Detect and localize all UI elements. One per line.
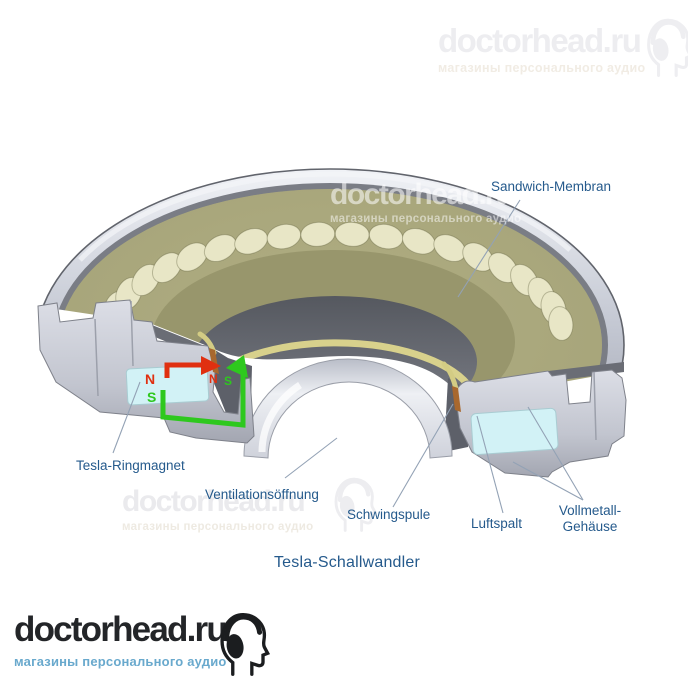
cross-section	[37, 299, 627, 478]
rim-top-highlight	[78, 171, 572, 262]
housing-groove-left-2	[130, 300, 134, 367]
label-ventilationsoeffnung: Ventilationsöffnung	[205, 487, 319, 502]
leader-lines	[112, 199, 584, 514]
head-logo-icon	[215, 610, 271, 677]
bore-highlight	[258, 382, 302, 453]
voice-coil-right	[452, 386, 461, 412]
label-tesla-ringmagnet: Tesla-Ringmagnet	[76, 458, 185, 473]
footer-logo: doctorhead.ru магазины персонального ауд…	[14, 612, 227, 669]
vent-hole	[300, 221, 336, 247]
leader-vent	[284, 437, 338, 479]
leader-airgap	[476, 415, 504, 514]
footer-brand-text: doctorhead.ru	[14, 610, 228, 649]
housing-groove-right	[593, 371, 597, 441]
label-housing-line2: Gehäuse	[562, 518, 618, 534]
vent-hole	[203, 234, 237, 263]
field-path-north	[164, 362, 201, 378]
membrane-edge-right	[441, 361, 459, 392]
leader-membrane	[457, 199, 521, 298]
vent-hole	[548, 306, 574, 341]
label-housing-line1: Vollmetall-	[558, 503, 622, 518]
field-path-return	[160, 373, 246, 428]
field-arrow-north	[201, 356, 221, 375]
label-schwingspule: Schwingspule	[347, 507, 431, 522]
housing-groove-left	[94, 318, 99, 397]
leader-housing-upper	[527, 406, 584, 501]
vent-hole	[368, 223, 404, 250]
label-vollmetall-gehaeuse: Vollmetall- Gehäuse	[543, 503, 637, 534]
vent-hole	[266, 223, 302, 250]
magnet-north-label: N	[145, 371, 155, 387]
gap-south-label: S	[224, 374, 232, 388]
label-luftspalt: Luftspalt	[471, 516, 523, 531]
vent-hole	[176, 242, 208, 272]
leader-ringmagnet	[112, 381, 141, 454]
magnet-south-label: S	[147, 389, 156, 405]
field-arrow-return	[226, 355, 248, 378]
label-sandwich-membran: Sandwich-Membran	[491, 179, 612, 194]
footer-tagline-text: магазины персонального аудио	[14, 654, 227, 669]
vent-hole	[234, 228, 269, 255]
ring-magnet-right	[470, 407, 559, 456]
magnetic-field-annotation: N S N S	[145, 355, 248, 428]
vent-hole	[334, 221, 370, 247]
leader-housing-lower	[512, 461, 584, 501]
leader-coil	[392, 403, 454, 508]
diagram-title: Tesla-Schallwandler	[273, 554, 421, 571]
gap-north-label: N	[209, 372, 218, 386]
